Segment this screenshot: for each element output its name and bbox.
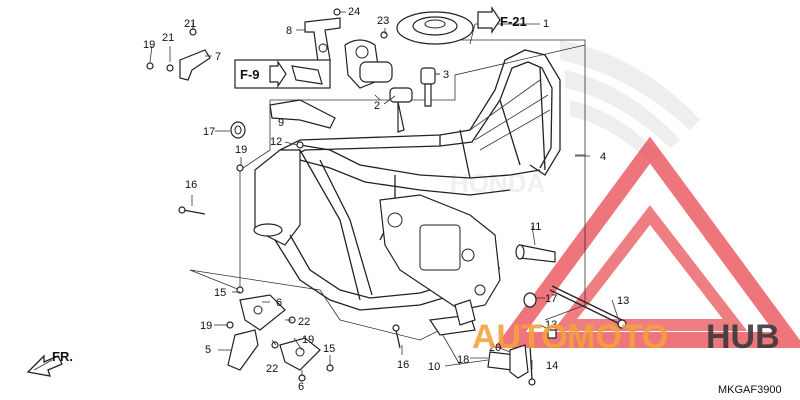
- callout-22-lower: 22: [266, 363, 278, 375]
- watermark-hub: HUB: [706, 318, 780, 356]
- callout-21-second: 21: [162, 32, 174, 44]
- callout-18: 18: [457, 354, 469, 366]
- bracket-7: [146, 28, 211, 81]
- callout-23: 23: [377, 15, 389, 27]
- front-direction-label: FR.: [52, 349, 73, 364]
- callout-20: 20: [489, 342, 501, 354]
- front-direction-indicator: FR.: [26, 349, 73, 377]
- diagram-code: MKGAF3900: [718, 384, 782, 396]
- callout-9: 9: [278, 117, 284, 129]
- ref-f21-label: F-21: [500, 14, 527, 29]
- callout-19-mid: 19: [235, 144, 247, 156]
- watermark-auto: AUTO: [472, 318, 568, 356]
- callout-24: 24: [348, 6, 360, 18]
- bolt-12: [296, 141, 304, 149]
- callout-10: 10: [428, 361, 440, 373]
- callout-17-top: 17: [203, 126, 215, 138]
- callout-11: 11: [530, 221, 541, 233]
- ref-arrow-f21: F-21: [477, 6, 527, 34]
- callout-13-right: 13: [617, 295, 629, 307]
- callout-15-lower: 15: [323, 343, 335, 355]
- bolt-16-bottom: [392, 324, 401, 349]
- callout-1: 1: [543, 18, 549, 30]
- assembly-outline: [189, 39, 586, 366]
- callout-6-lower: 6: [298, 381, 304, 393]
- watermark-text: AUTO MOTO HUB: [472, 318, 780, 356]
- callout-19-topleft: 19: [143, 39, 155, 51]
- callouts: 1 2 3 4 5 6 6 7 8 9 10 11 12 13 13 14 15…: [143, 6, 629, 393]
- bolt-19-mid: [236, 164, 244, 172]
- grommet-17-top: [230, 121, 246, 139]
- key: [420, 67, 440, 107]
- bolt-16-left: [178, 206, 206, 215]
- callout-16-bottom: 16: [397, 359, 409, 371]
- watermark-moto: MOTO: [567, 318, 668, 356]
- callout-6-upper: 6: [276, 297, 282, 309]
- callout-2: 2: [374, 100, 380, 112]
- honda-wing-ghost: HONDA: [450, 40, 700, 198]
- callout-7: 7: [215, 51, 221, 63]
- small-fasteners-top: [333, 8, 388, 39]
- collar-11: [515, 244, 556, 263]
- callout-5: 5: [205, 344, 211, 356]
- callout-17-right: 17: [545, 293, 557, 305]
- callout-22-upper: 22: [298, 316, 310, 328]
- main-frame: [253, 49, 561, 336]
- ref-f9-label: F-9: [240, 67, 260, 82]
- ignition-switch: [344, 39, 413, 133]
- stand-pivot-assembly: [487, 344, 536, 386]
- leader-lines: [149, 11, 619, 376]
- nut-13: [547, 329, 557, 339]
- callout-19-bottom: 19: [302, 334, 314, 346]
- callout-21-top: 21: [184, 18, 196, 30]
- cover-9: [269, 99, 336, 129]
- bracket-6-lower: [271, 316, 334, 382]
- callout-12: 12: [270, 136, 282, 148]
- footpeg-5: [226, 321, 259, 371]
- fuel-cap: [396, 11, 540, 45]
- callout-13-lower: 13: [545, 319, 557, 331]
- switch-bracket: [304, 17, 341, 63]
- callout-16-left: 16: [185, 179, 197, 191]
- grommet-17-right: [523, 292, 537, 308]
- bracket-6-upper: [236, 286, 286, 331]
- callout-15-upper: 15: [214, 287, 226, 299]
- callout-8: 8: [286, 25, 292, 37]
- watermark-triangle: [494, 136, 800, 348]
- callout-14: 14: [546, 360, 558, 372]
- callout-3: 3: [443, 69, 449, 81]
- axle-13: [549, 285, 627, 329]
- ref-arrow-f9: F-9: [234, 59, 331, 89]
- callout-4: 4: [600, 151, 606, 163]
- callout-19-lower: 19: [200, 320, 212, 332]
- brand-ghost-text: HONDA: [450, 168, 546, 198]
